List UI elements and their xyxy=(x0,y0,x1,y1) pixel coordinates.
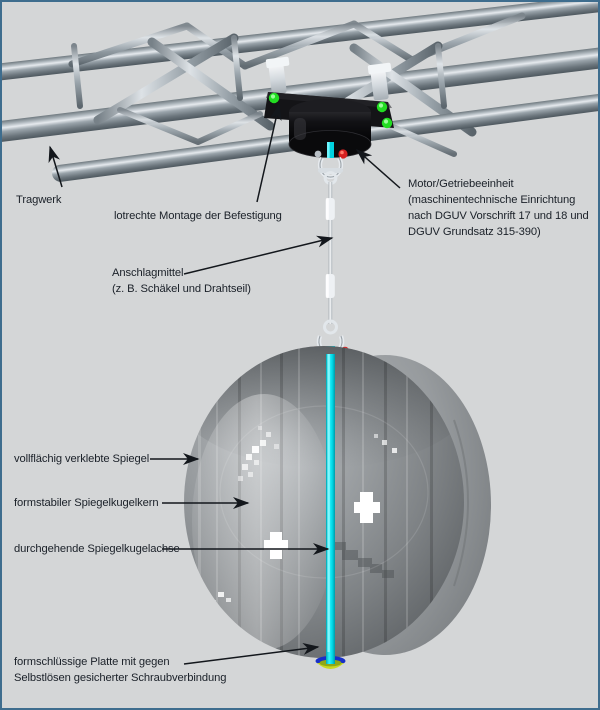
red-indicator xyxy=(338,149,348,159)
axle-stub xyxy=(327,142,334,158)
wire-rope xyxy=(328,182,333,324)
truss-structure xyxy=(2,2,598,182)
label-anschlagmittel-line1: Anschlagmittel xyxy=(112,267,184,279)
label-lotrechte-montage: lotrechte Montage der Befestigung xyxy=(114,210,282,222)
label-motor-line1: Motor/Getriebeeinheit xyxy=(408,178,514,190)
truss-clamp-right xyxy=(367,62,392,101)
mirror-facet-highlights xyxy=(212,426,407,658)
label-kern: formstabiler Spiegelkugelkern xyxy=(14,497,159,509)
truss-clamp-left xyxy=(265,56,290,95)
label-platte-line1: formschlüssige Platte mit gegen xyxy=(14,656,170,668)
ball-axle xyxy=(326,354,335,664)
label-motor-line3: nach DGUV Vorschrift 17 und 18 und xyxy=(408,210,589,222)
label-achse: durchgehende Spiegelkugelachse xyxy=(14,543,180,555)
mirror-ball xyxy=(184,346,491,669)
label-motor-line4: DGUV Grundsatz 315-390) xyxy=(408,226,541,238)
leader-lotrechte-montage xyxy=(256,103,282,203)
status-led-group xyxy=(268,92,393,129)
label-platte-line2: Selbstlösen gesicherter Schraubverbindun… xyxy=(14,672,227,684)
label-spiegel: vollflächig verklebte Spiegel xyxy=(14,453,150,465)
bottom-plate xyxy=(315,652,346,669)
label-tragwerk: Tragwerk xyxy=(16,194,62,206)
label-motor-line2: (maschinentechnische Einrichtung xyxy=(408,194,576,206)
label-anschlagmittel-line2: (z. B. Schäkel und Drahtseil) xyxy=(112,283,251,295)
leader-motor xyxy=(355,149,401,189)
shackle-upper xyxy=(317,156,344,185)
leader-tragwerk xyxy=(48,145,63,188)
wire-rope-assembly xyxy=(310,156,350,359)
leader-platte xyxy=(183,642,320,665)
leader-lines xyxy=(48,103,401,665)
motor-gear-unit xyxy=(264,56,394,159)
leader-anschlagmittel xyxy=(183,235,334,275)
